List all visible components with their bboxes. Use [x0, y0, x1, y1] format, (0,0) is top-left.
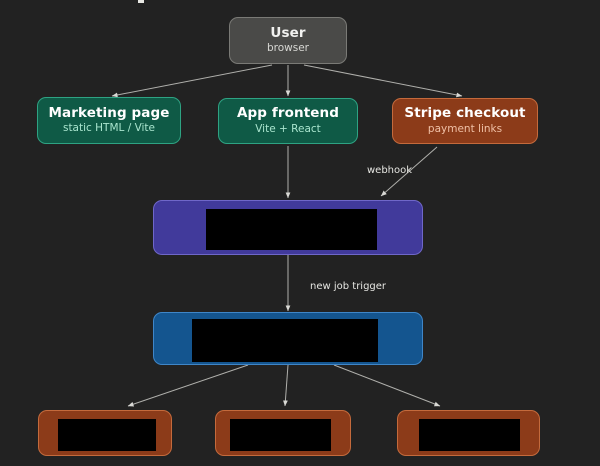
worker-node-right[interactable] — [397, 410, 540, 456]
edge-user-to-marketing — [111, 64, 273, 98]
stripe-checkout-title: Stripe checkout — [404, 105, 526, 122]
marketing-page-title: Marketing page — [48, 104, 170, 121]
user-node-title: User — [270, 24, 306, 41]
app-frontend-title: App frontend — [237, 105, 339, 122]
edge-label-new-job-trigger: new job trigger — [310, 281, 387, 292]
purple-service-node[interactable] — [153, 200, 423, 255]
edge-blue-to-worker-right — [333, 364, 441, 407]
purple-node-redacted-label — [206, 209, 377, 250]
blue-service-node[interactable] — [153, 312, 423, 365]
edge-user-to-stripe — [303, 64, 463, 98]
marketing-page-node[interactable]: Marketing page static HTML / Vite — [37, 97, 181, 144]
user-node[interactable]: User browser — [229, 17, 347, 64]
stripe-checkout-node[interactable]: Stripe checkout payment links — [392, 98, 538, 144]
worker-node-left[interactable] — [38, 410, 172, 456]
edge-blue-to-worker-left — [127, 364, 249, 407]
edge-blue-to-worker-center — [283, 364, 289, 407]
marketing-page-subtitle: static HTML / Vite — [62, 122, 156, 135]
worker-center-redacted-label — [230, 419, 331, 451]
edge-label-webhook: webhook — [367, 165, 413, 176]
app-frontend-node[interactable]: App frontend Vite + React — [218, 98, 358, 144]
worker-node-center[interactable] — [215, 410, 351, 456]
clipped-text-artifact — [138, 0, 144, 3]
blue-node-redacted-label — [192, 319, 378, 362]
stripe-checkout-subtitle: payment links — [427, 122, 503, 135]
app-frontend-subtitle: Vite + React — [255, 122, 321, 135]
worker-left-redacted-label — [58, 419, 156, 451]
worker-right-redacted-label — [419, 419, 520, 451]
user-node-subtitle: browser — [266, 42, 309, 55]
